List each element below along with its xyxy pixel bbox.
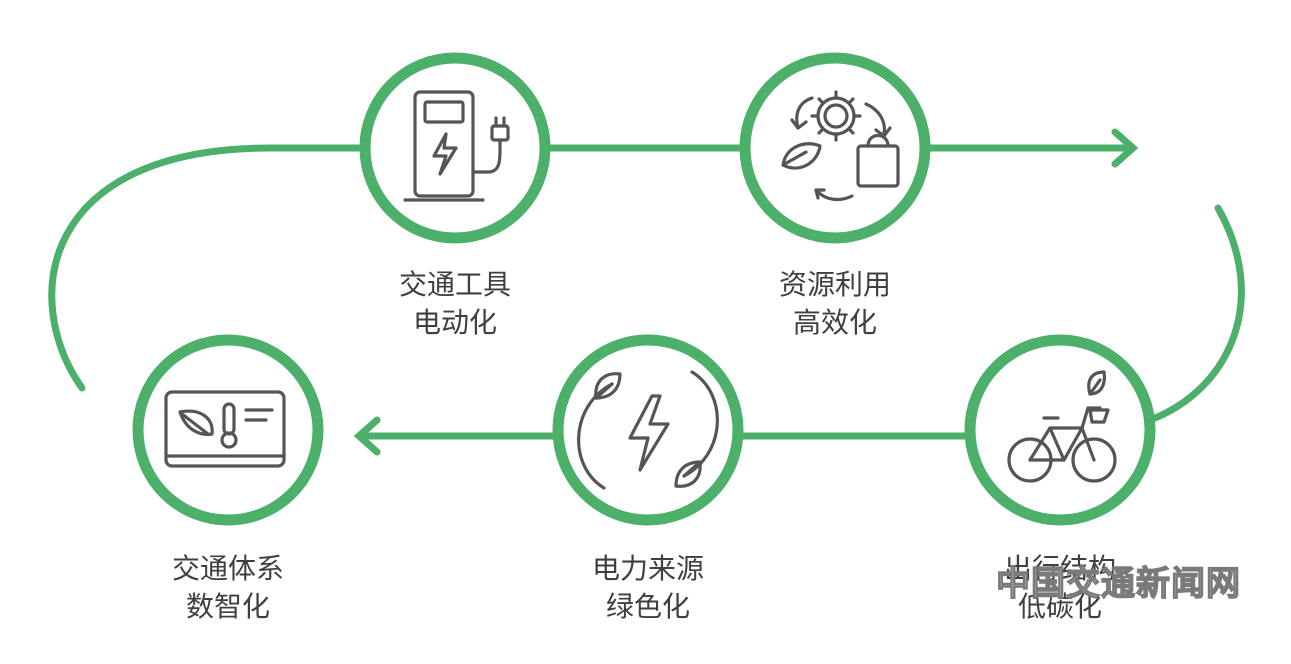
bottom-arrow-head xyxy=(353,416,381,456)
node-label-vehicle-line1: 交通工具 xyxy=(398,268,511,301)
bicycle-icon xyxy=(1007,370,1117,483)
node-label-power-line1: 电力来源 xyxy=(591,552,704,585)
node-label-resource: 资源利用 高效化 xyxy=(735,266,935,342)
node-label-vehicle-line2: 电动化 xyxy=(412,306,497,339)
top-arrow-head xyxy=(1111,128,1139,168)
node-label-travel-line2: 低碳化 xyxy=(1017,590,1102,623)
node-label-travel: 出行结构 低碳化 xyxy=(960,550,1160,626)
left-arc xyxy=(48,144,274,392)
recycle-cycle-icon xyxy=(781,90,900,202)
node-label-resource-line1: 资源利用 xyxy=(778,268,891,301)
node-label-vehicle: 交通工具 电动化 xyxy=(355,266,555,342)
green-energy-icon xyxy=(577,370,719,490)
node-label-travel-line1: 出行结构 xyxy=(1003,552,1116,585)
node-circle-resource xyxy=(739,52,931,244)
node-circles xyxy=(132,52,1156,526)
node-circle-travel xyxy=(964,334,1156,526)
node-label-system: 交通体系 数智化 xyxy=(128,550,328,626)
node-label-system-line1: 交通体系 xyxy=(171,552,284,585)
node-circle-system xyxy=(132,334,324,526)
node-circle-power xyxy=(552,334,744,526)
node-label-power-line2: 绿色化 xyxy=(605,590,690,623)
charging-station-icon xyxy=(403,90,510,202)
node-label-power: 电力来源 绿色化 xyxy=(548,550,748,626)
node-label-resource-line2: 高效化 xyxy=(792,306,877,339)
right-arc xyxy=(1146,204,1245,424)
node-label-system-line2: 数智化 xyxy=(185,590,270,623)
watermark-text: 中国交通新闻网 xyxy=(995,563,1241,604)
digital-panel-icon xyxy=(164,390,286,468)
